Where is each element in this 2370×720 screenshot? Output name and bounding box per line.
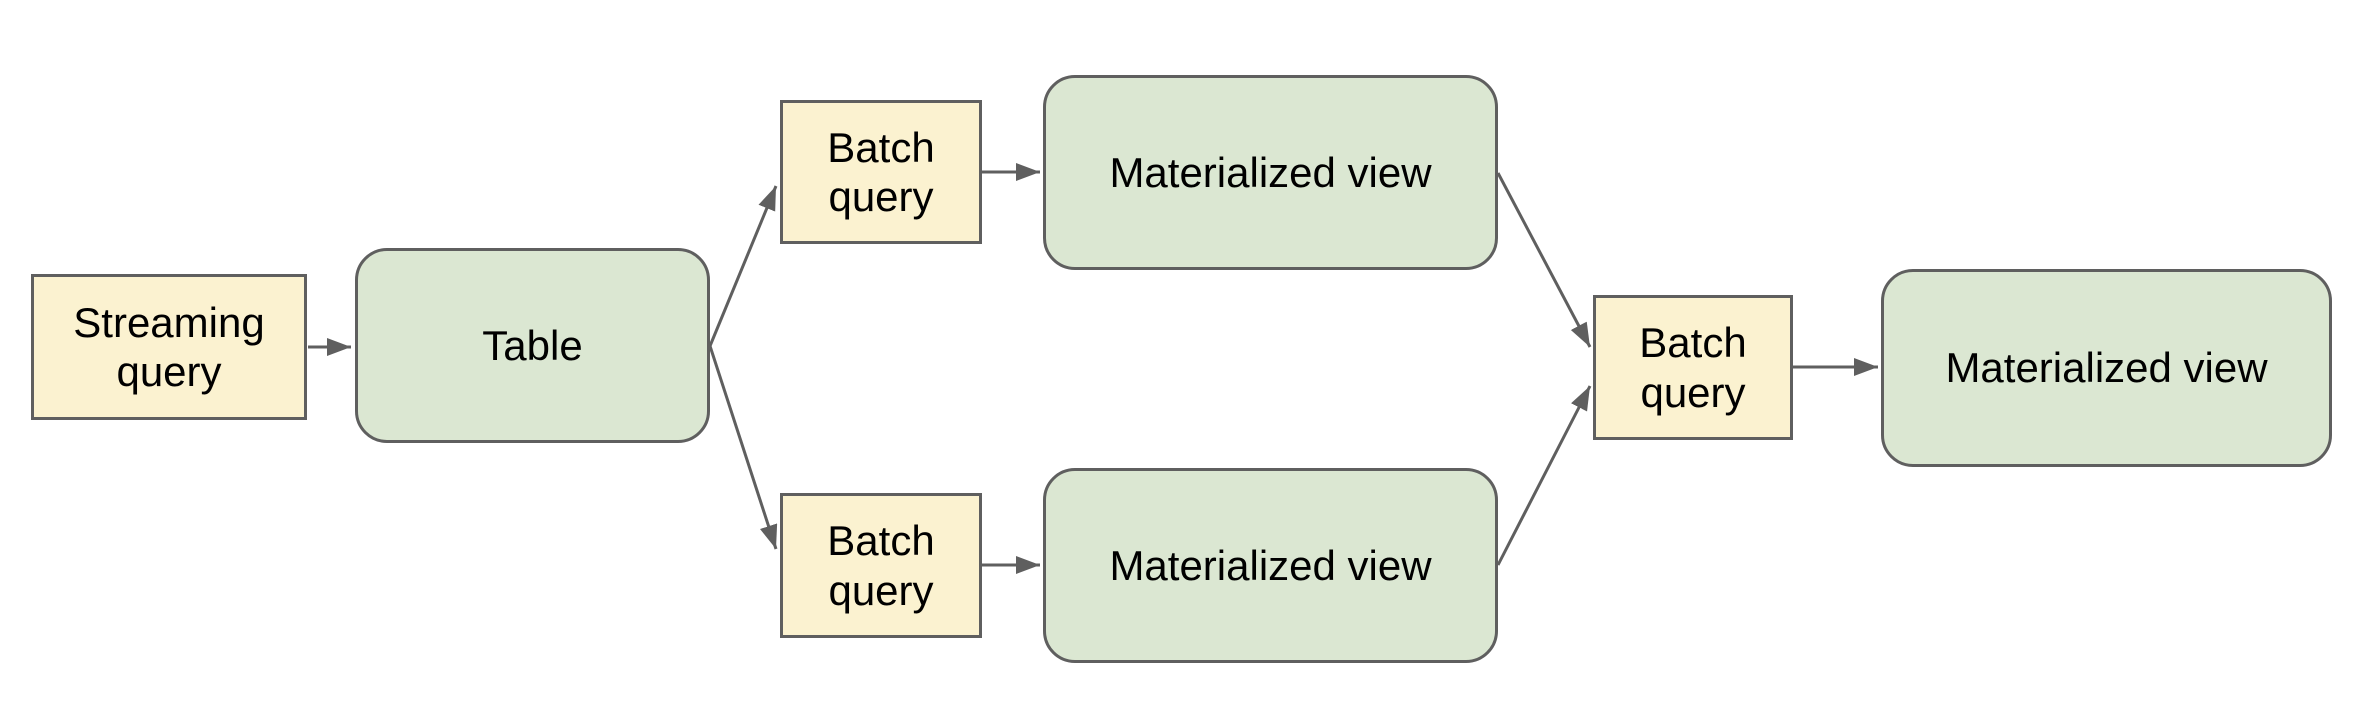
edge-materialized-view-top-to-batch-query-final — [1496, 172, 1592, 348]
node-label: Materialized view — [1945, 344, 2268, 392]
node-batch-query-top[interactable]: Batch query — [780, 100, 982, 244]
node-streaming-query[interactable]: Streaming query — [31, 274, 307, 420]
node-table[interactable]: Table — [355, 248, 710, 443]
node-materialized-view-bottom[interactable]: Materialized view — [1043, 468, 1498, 663]
node-batch-query-bottom[interactable]: Batch query — [780, 493, 982, 638]
node-materialized-view-final[interactable]: Materialized view — [1881, 269, 2332, 467]
node-label: Materialized view — [1109, 148, 1432, 196]
node-label: Batch query — [827, 123, 935, 220]
node-label: Materialized view — [1109, 541, 1432, 589]
edge-materialized-view-bottom-to-batch-query-final — [1496, 385, 1592, 566]
node-label: Table — [482, 321, 583, 369]
edge-table-to-batch-query-top — [708, 185, 778, 347]
node-label: Streaming query — [73, 298, 265, 395]
edge-table-to-batch-query-bottom — [708, 345, 778, 550]
node-batch-query-final[interactable]: Batch query — [1593, 295, 1793, 440]
node-materialized-view-top[interactable]: Materialized view — [1043, 75, 1498, 270]
node-label: Batch query — [827, 517, 935, 614]
node-label: Batch query — [1639, 319, 1747, 416]
